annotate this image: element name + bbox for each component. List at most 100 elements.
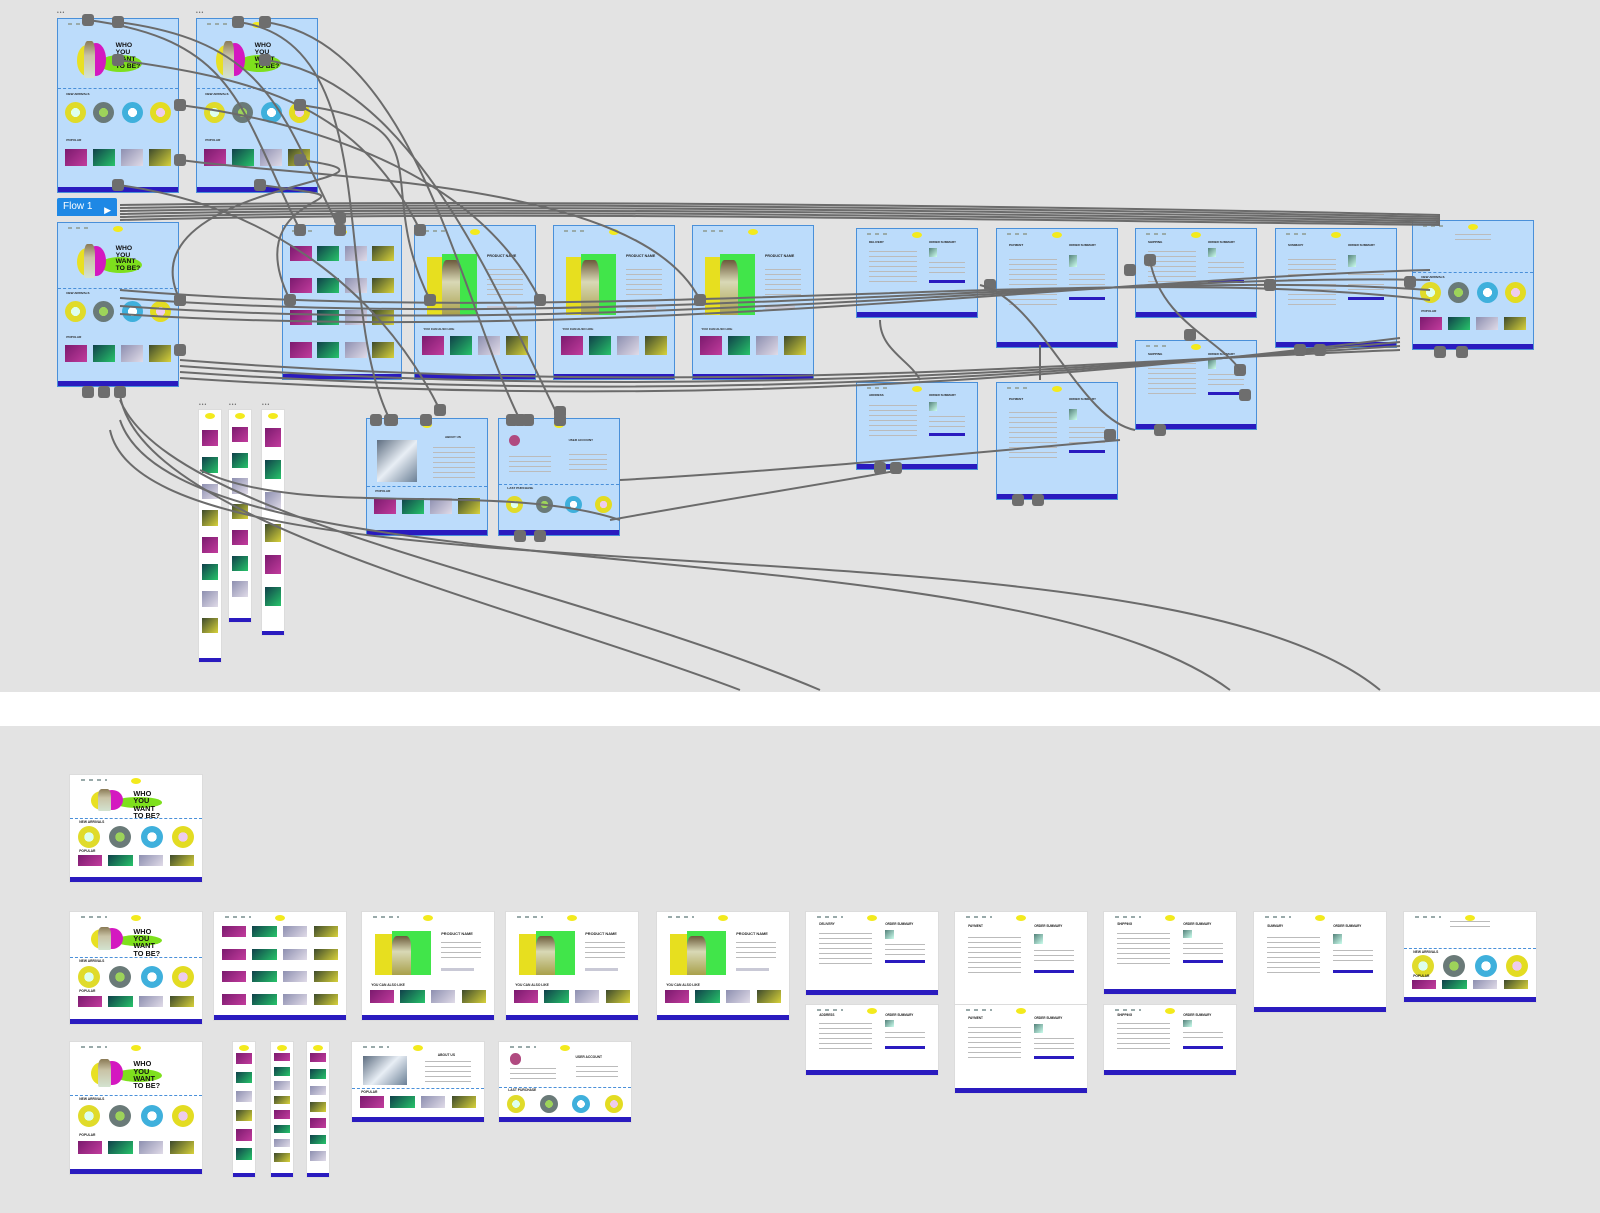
mobile-item[interactable] — [202, 617, 218, 634]
product-thumb[interactable] — [148, 345, 171, 362]
continue-button[interactable] — [1034, 1056, 1074, 1060]
product-thumb[interactable] — [77, 1141, 103, 1155]
checkout-form-fields[interactable] — [1148, 251, 1196, 287]
product-thumb[interactable] — [695, 989, 720, 1003]
mobile-item[interactable] — [274, 1095, 290, 1105]
catalog-item[interactable] — [372, 245, 394, 262]
nav-links[interactable] — [667, 916, 694, 918]
mobile-item[interactable] — [310, 1118, 326, 1128]
checkout-form-fields[interactable] — [1267, 937, 1320, 977]
mobile-item[interactable] — [236, 1110, 252, 1122]
product-thumb[interactable] — [457, 497, 480, 515]
product-thumb[interactable] — [477, 336, 500, 355]
checkout-form-fields[interactable] — [819, 932, 872, 966]
product-thumb[interactable] — [120, 345, 143, 362]
continue-button[interactable] — [1208, 280, 1244, 284]
mobile-item[interactable] — [265, 428, 281, 447]
nav-links[interactable] — [1422, 225, 1447, 227]
mobile-item[interactable] — [310, 1069, 326, 1079]
mobile-item[interactable] — [310, 1085, 326, 1096]
arrival-item[interactable] — [1504, 282, 1526, 304]
nav-links[interactable] — [372, 916, 399, 918]
arrival-item[interactable] — [1420, 282, 1442, 304]
mobile-item[interactable] — [274, 1110, 290, 1119]
mobile-item[interactable] — [232, 555, 248, 571]
arrival-item[interactable] — [172, 965, 195, 988]
checkout-form-fields[interactable] — [968, 937, 1021, 977]
product-thumb[interactable] — [421, 1096, 446, 1108]
frame-title-dots[interactable]: ••• — [196, 10, 205, 16]
add-to-cart-button[interactable] — [736, 968, 770, 972]
product-thumb[interactable] — [544, 989, 569, 1003]
catalog-item[interactable] — [252, 926, 277, 937]
catalog-item[interactable] — [344, 342, 367, 358]
mobile-item[interactable] — [236, 1148, 252, 1160]
mobile-item[interactable] — [202, 456, 218, 473]
product-thumb[interactable] — [429, 497, 452, 515]
product-thumb[interactable] — [1473, 979, 1498, 989]
nav-links[interactable] — [1264, 916, 1291, 918]
frame-mobile-catalog-overview[interactable] — [271, 1042, 293, 1177]
catalog-item[interactable] — [283, 926, 308, 937]
catalog-item[interactable] — [372, 310, 394, 326]
catalog-item[interactable] — [221, 971, 247, 983]
product-thumb[interactable] — [1503, 979, 1529, 989]
continue-button[interactable] — [929, 432, 965, 436]
arrival-item[interactable] — [535, 495, 553, 513]
arrival-item[interactable] — [93, 301, 115, 323]
product-thumb[interactable] — [108, 1141, 133, 1155]
product-thumb[interactable] — [756, 989, 782, 1003]
nav-links[interactable] — [965, 916, 992, 918]
mobile-item[interactable] — [265, 555, 281, 575]
catalog-item[interactable] — [317, 342, 340, 358]
nav-links[interactable] — [67, 23, 92, 25]
continue-button[interactable] — [929, 280, 965, 284]
catalog-item[interactable] — [252, 971, 277, 983]
checkout-form-fields[interactable] — [869, 404, 917, 439]
arrival-item[interactable] — [65, 301, 87, 323]
product-thumb[interactable] — [561, 336, 584, 355]
product-thumb[interactable] — [287, 148, 310, 167]
product-thumb[interactable] — [65, 345, 88, 362]
arrival-item[interactable] — [77, 826, 100, 849]
catalog-item[interactable] — [221, 994, 247, 1005]
checkout-form-fields[interactable] — [1117, 1022, 1170, 1051]
arrival-item[interactable] — [260, 102, 282, 124]
catalog-item[interactable] — [290, 245, 312, 262]
nav-links[interactable] — [516, 916, 543, 918]
flow-start-badge[interactable]: Flow 1 ▶ — [57, 198, 117, 216]
catalog-item[interactable] — [317, 310, 340, 326]
nav-links[interactable] — [362, 1046, 389, 1048]
continue-button[interactable] — [1183, 1045, 1223, 1049]
arrival-item[interactable] — [65, 102, 87, 124]
mobile-item[interactable] — [232, 529, 248, 546]
product-thumb[interactable] — [588, 336, 612, 355]
catalog-item[interactable] — [313, 994, 339, 1005]
catalog-item[interactable] — [283, 948, 308, 960]
mobile-item[interactable] — [274, 1153, 290, 1162]
product-thumb[interactable] — [1420, 317, 1443, 330]
product-thumb[interactable] — [664, 989, 690, 1003]
arrival-item[interactable] — [149, 301, 171, 323]
continue-button[interactable] — [1348, 297, 1384, 301]
arrival-item[interactable] — [1443, 955, 1466, 978]
product-thumb[interactable] — [139, 1141, 164, 1155]
checkout-form-fields[interactable] — [869, 251, 917, 287]
arrival-item[interactable] — [121, 301, 143, 323]
mobile-item[interactable] — [202, 510, 218, 527]
checkout-form-fields[interactable] — [1009, 258, 1057, 306]
arrival-item[interactable] — [109, 965, 132, 988]
arrival-item[interactable] — [77, 965, 100, 988]
